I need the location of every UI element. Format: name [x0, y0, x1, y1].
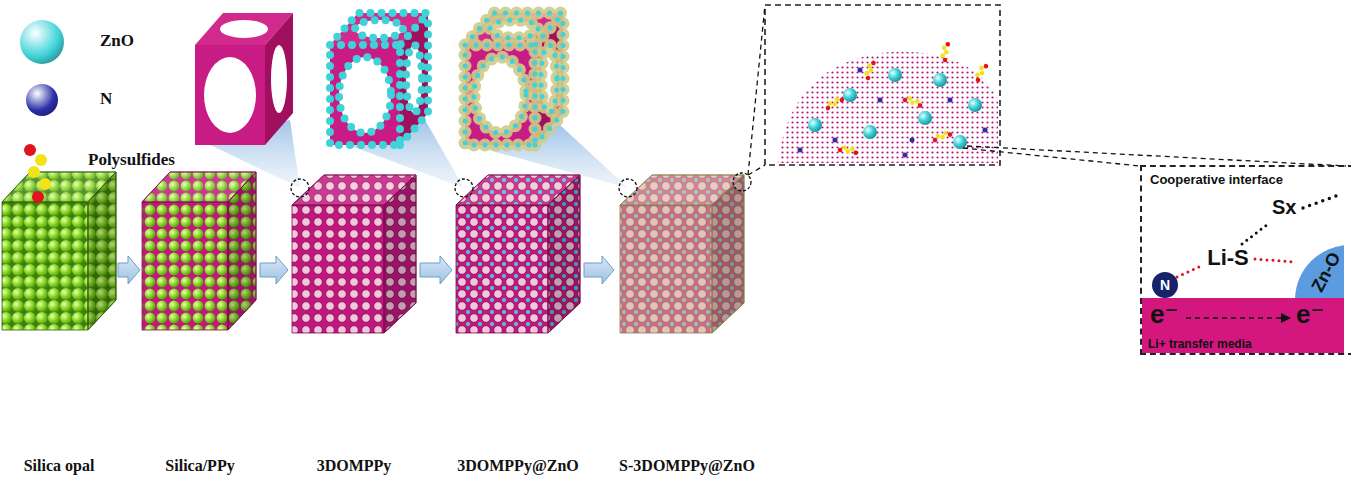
stage-node: 3DOMPPy [288, 165, 420, 478]
bond-line [1255, 259, 1296, 262]
legend-swatch [20, 20, 64, 64]
zoom-box [765, 5, 1000, 165]
bond-label: Li-S [1207, 247, 1249, 269]
unit-cell [195, 13, 293, 145]
interface-art [1142, 196, 1351, 355]
polysulfide-sample [24, 144, 51, 203]
ppy-bar [1142, 298, 1344, 353]
legend-label: N [100, 89, 112, 109]
zno-cube [456, 175, 580, 333]
surface-dome [778, 52, 998, 163]
bond-line [1177, 265, 1203, 277]
electron-arrow [1186, 317, 1290, 319]
electron-label: e⁻ [1150, 301, 1178, 327]
bar-label: Li+ transfer media [1148, 338, 1252, 350]
legend-label: ZnO [100, 31, 134, 51]
stage-label: Silica/PPy [165, 457, 234, 475]
process-arrow [118, 256, 140, 284]
species-label: Zn-O [1308, 249, 1344, 295]
stage-node: Silica/PPy [140, 165, 260, 478]
sulfur-cube [620, 175, 744, 333]
zno-particles [808, 68, 982, 149]
stage-node: 3DOMPPy@ZnO [452, 165, 584, 478]
process-arrow [584, 256, 614, 284]
nitrogen-atom [1152, 272, 1178, 298]
electron-label: e⁻ [1296, 301, 1324, 327]
stage-node: S-3DOMPPy@ZnO [614, 165, 760, 478]
legend-swatch [26, 84, 58, 116]
stage-label: 3DOMPPy@ZnO [457, 457, 579, 475]
chain-dots [1303, 196, 1336, 208]
stage-node: Silica opal [0, 165, 118, 478]
process-arrow [260, 256, 288, 284]
bond-line [1242, 224, 1268, 244]
zoom-circle [291, 173, 751, 197]
legend-label: Polysulfides [88, 150, 175, 170]
polysulfide-chains [823, 41, 989, 155]
opal-cube [2, 172, 116, 330]
leader-lines [748, 5, 1346, 175]
unit-cell-zno [330, 13, 428, 145]
unit-cell-sulfur [465, 13, 563, 145]
stage-label: 3DOMPPy [317, 457, 392, 475]
panel-heading: Cooperative interface [1150, 172, 1351, 187]
species-label: Sx [1272, 197, 1296, 217]
stage-label: S-3DOMPPy@ZnO [619, 457, 755, 475]
silica-ppy-cube [142, 172, 256, 330]
zno-sphere [1295, 245, 1344, 298]
nitrogen-dots [798, 68, 988, 158]
process-arrow [420, 256, 452, 284]
stage-label: Silica opal [24, 457, 95, 475]
inverse-opal-cube [292, 175, 416, 333]
atom-label: N [1160, 278, 1170, 292]
